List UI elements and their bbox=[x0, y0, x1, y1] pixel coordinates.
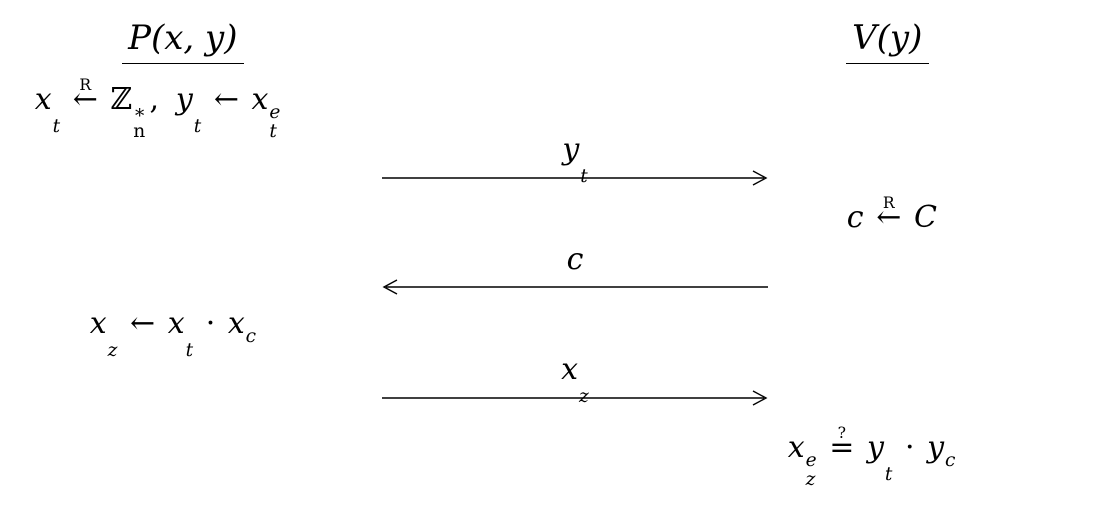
math-token: ← bbox=[214, 82, 239, 117]
math-base: y bbox=[927, 430, 945, 465]
math-base: x bbox=[561, 352, 579, 387]
math-scripts: t bbox=[185, 340, 194, 362]
math-base: x bbox=[167, 306, 185, 341]
verifier-title-text: V(y) bbox=[846, 18, 929, 64]
math-base: c bbox=[566, 242, 584, 277]
math-over-script: R bbox=[79, 75, 92, 94]
math-base: C bbox=[913, 200, 937, 235]
math-scripts: z bbox=[107, 340, 118, 362]
math-scripts: z bbox=[579, 386, 589, 408]
math-base: x bbox=[251, 82, 269, 117]
math-base: x bbox=[34, 82, 52, 117]
message-2-left-arrow-icon bbox=[382, 279, 768, 295]
math-base: y bbox=[562, 132, 580, 167]
math-base: · bbox=[904, 430, 915, 465]
math-token: R← bbox=[876, 195, 902, 235]
math-scripts: c bbox=[245, 326, 257, 348]
math-token: R← bbox=[72, 77, 98, 117]
math-scripts: ∗n bbox=[133, 102, 146, 142]
prover-title: P(x, y) bbox=[122, 18, 244, 64]
math-base: ← bbox=[72, 82, 98, 117]
math-base: y bbox=[866, 430, 884, 465]
math-token: C bbox=[914, 200, 937, 235]
math-token: · bbox=[206, 306, 216, 341]
math-base: x bbox=[787, 430, 805, 465]
math-base: ← bbox=[876, 200, 902, 235]
math-scripts: t bbox=[884, 464, 893, 486]
math-scripts: t bbox=[580, 166, 588, 188]
math-base: , bbox=[149, 82, 160, 117]
math-over-script: ? bbox=[837, 423, 846, 442]
math-token: ?= bbox=[829, 425, 855, 465]
math-base: x bbox=[89, 306, 107, 341]
message-1-right-arrow-icon bbox=[382, 170, 768, 186]
math-token: , bbox=[150, 82, 160, 117]
message-2-label: c bbox=[380, 242, 770, 277]
math-base: ℤ bbox=[110, 82, 133, 117]
math-base: ← bbox=[130, 306, 156, 341]
math-base: · bbox=[205, 306, 216, 341]
math-scripts: t bbox=[193, 116, 202, 138]
message-3-right-arrow-icon bbox=[382, 390, 768, 406]
math-over-script: R bbox=[882, 193, 895, 212]
math-scripts: t bbox=[52, 116, 61, 138]
math-token: c bbox=[567, 242, 584, 277]
math-token: c bbox=[847, 200, 864, 235]
math-token: ℤ∗n bbox=[110, 82, 145, 141]
math-base: ← bbox=[213, 82, 239, 117]
prover-title-text: P(x, y) bbox=[122, 18, 244, 64]
verifier-title: V(y) bbox=[846, 18, 929, 64]
math-base: c bbox=[846, 200, 864, 235]
math-base: x bbox=[227, 306, 245, 341]
math-token: ← bbox=[130, 306, 155, 341]
math-token: · bbox=[905, 430, 915, 465]
math-base: = bbox=[829, 430, 855, 465]
math-base: y bbox=[175, 82, 193, 117]
math-scripts: c bbox=[944, 450, 956, 472]
